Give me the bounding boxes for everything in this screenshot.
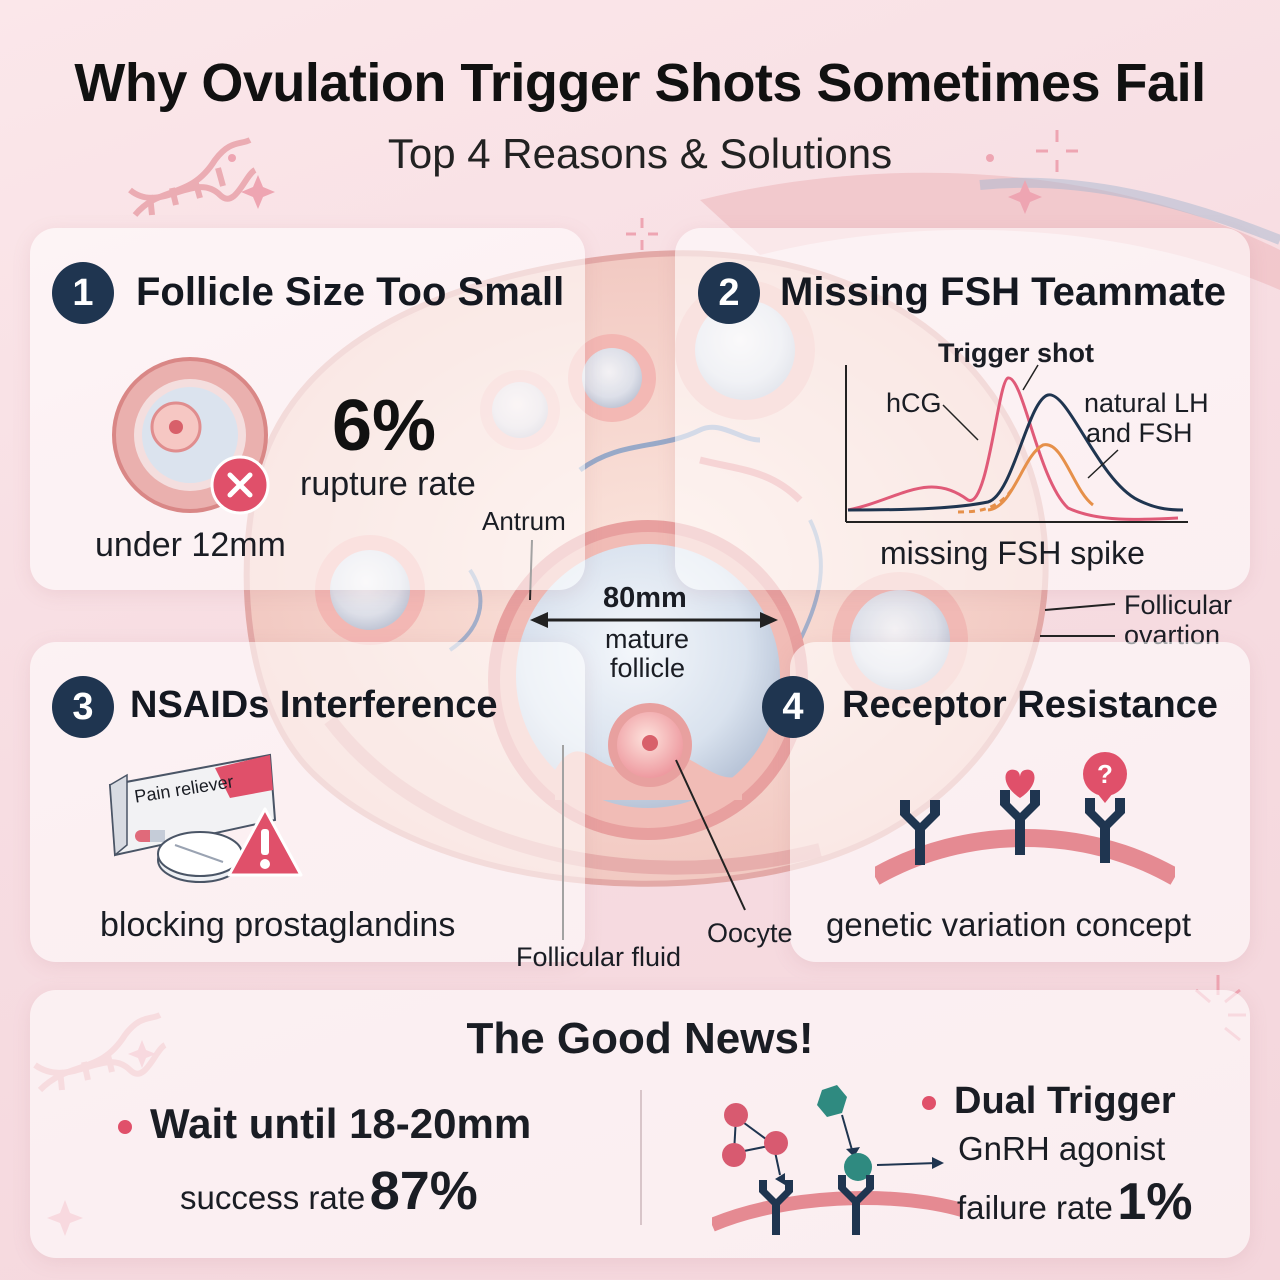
- reason-title-4: Receptor Resistance: [842, 684, 1218, 726]
- receptor-icon: ?: [875, 752, 1175, 885]
- follicle-size-caption: under 12mm: [95, 526, 286, 564]
- dna-icon: [128, 137, 257, 218]
- trigger-shot-label: Trigger shot: [938, 338, 1095, 368]
- failure-rate-label: failure rate: [957, 1189, 1113, 1226]
- natural-lh-label: natural LH: [1084, 388, 1209, 418]
- reason-title-1: Follicle Size Too Small: [136, 270, 565, 314]
- bullet-icon: [922, 1095, 936, 1110]
- missing-fsh-caption: missing FSH spike: [880, 535, 1145, 571]
- dual-trigger-text: Dual Trigger: [954, 1080, 1176, 1122]
- step-number-3: 3: [52, 676, 114, 738]
- divider: [640, 1090, 642, 1225]
- follicular-fluid-label: Follicular fluid: [516, 942, 682, 972]
- good-news-title: The Good News!: [466, 1014, 814, 1063]
- step-number-4: 4: [762, 676, 824, 738]
- rupture-rate-label: rupture rate: [300, 465, 476, 503]
- hormone-curve-chart: [845, 364, 1188, 523]
- reason-title-3: NSAIDs Interference: [130, 684, 498, 726]
- follicle-label: follicle: [610, 653, 686, 683]
- nsaids-caption: blocking prostaglandins: [100, 906, 456, 944]
- gnrh-agonist-label: GnRH agonist: [958, 1130, 1166, 1167]
- follicle-size-value: 80mm: [603, 582, 687, 614]
- reason-title-2: Missing FSH Teammate: [780, 270, 1227, 314]
- step-number-1: 1: [52, 262, 114, 324]
- page-title: Why Ovulation Trigger Shots Sometimes Fa…: [74, 53, 1206, 113]
- oocyte-label: Oocyte: [707, 918, 793, 948]
- antrum-label: Antrum: [482, 506, 566, 536]
- failure-rate-row: failure rate 1%: [957, 1172, 1193, 1232]
- dual-trigger-heading: Dual Trigger: [922, 1080, 1176, 1123]
- mature-label: mature: [605, 624, 690, 654]
- svg-text:?: ?: [1097, 759, 1113, 789]
- follicle-icon: [112, 357, 268, 513]
- follicular-label: Follicular: [1124, 590, 1233, 620]
- question-icon: [1083, 752, 1127, 796]
- genetic-variation-caption: genetic variation concept: [826, 906, 1192, 943]
- wait-heading: Wait until 18-20mm: [118, 1100, 531, 1148]
- bullet-icon: [118, 1119, 132, 1134]
- close-icon: [210, 455, 270, 515]
- step-number-2: 2: [698, 262, 760, 324]
- molecule-icon: [712, 1085, 962, 1235]
- failure-rate-value: 1%: [1117, 1173, 1193, 1231]
- hcg-label: hCG: [886, 388, 942, 418]
- warning-icon: [227, 807, 303, 877]
- rupture-rate-value: 6%: [332, 386, 437, 466]
- success-rate-value: 87%: [369, 1161, 478, 1221]
- natural-fsh-label: and FSH: [1086, 418, 1193, 448]
- page-subtitle: Top 4 Reasons & Solutions: [387, 130, 893, 177]
- reason-panel-4: [790, 642, 1250, 962]
- reason-panel-2: [675, 228, 1250, 590]
- wait-heading-text: Wait until 18-20mm: [150, 1100, 532, 1147]
- success-rate-label: success rate: [180, 1179, 366, 1216]
- success-rate-row: success rate 87%: [180, 1160, 478, 1222]
